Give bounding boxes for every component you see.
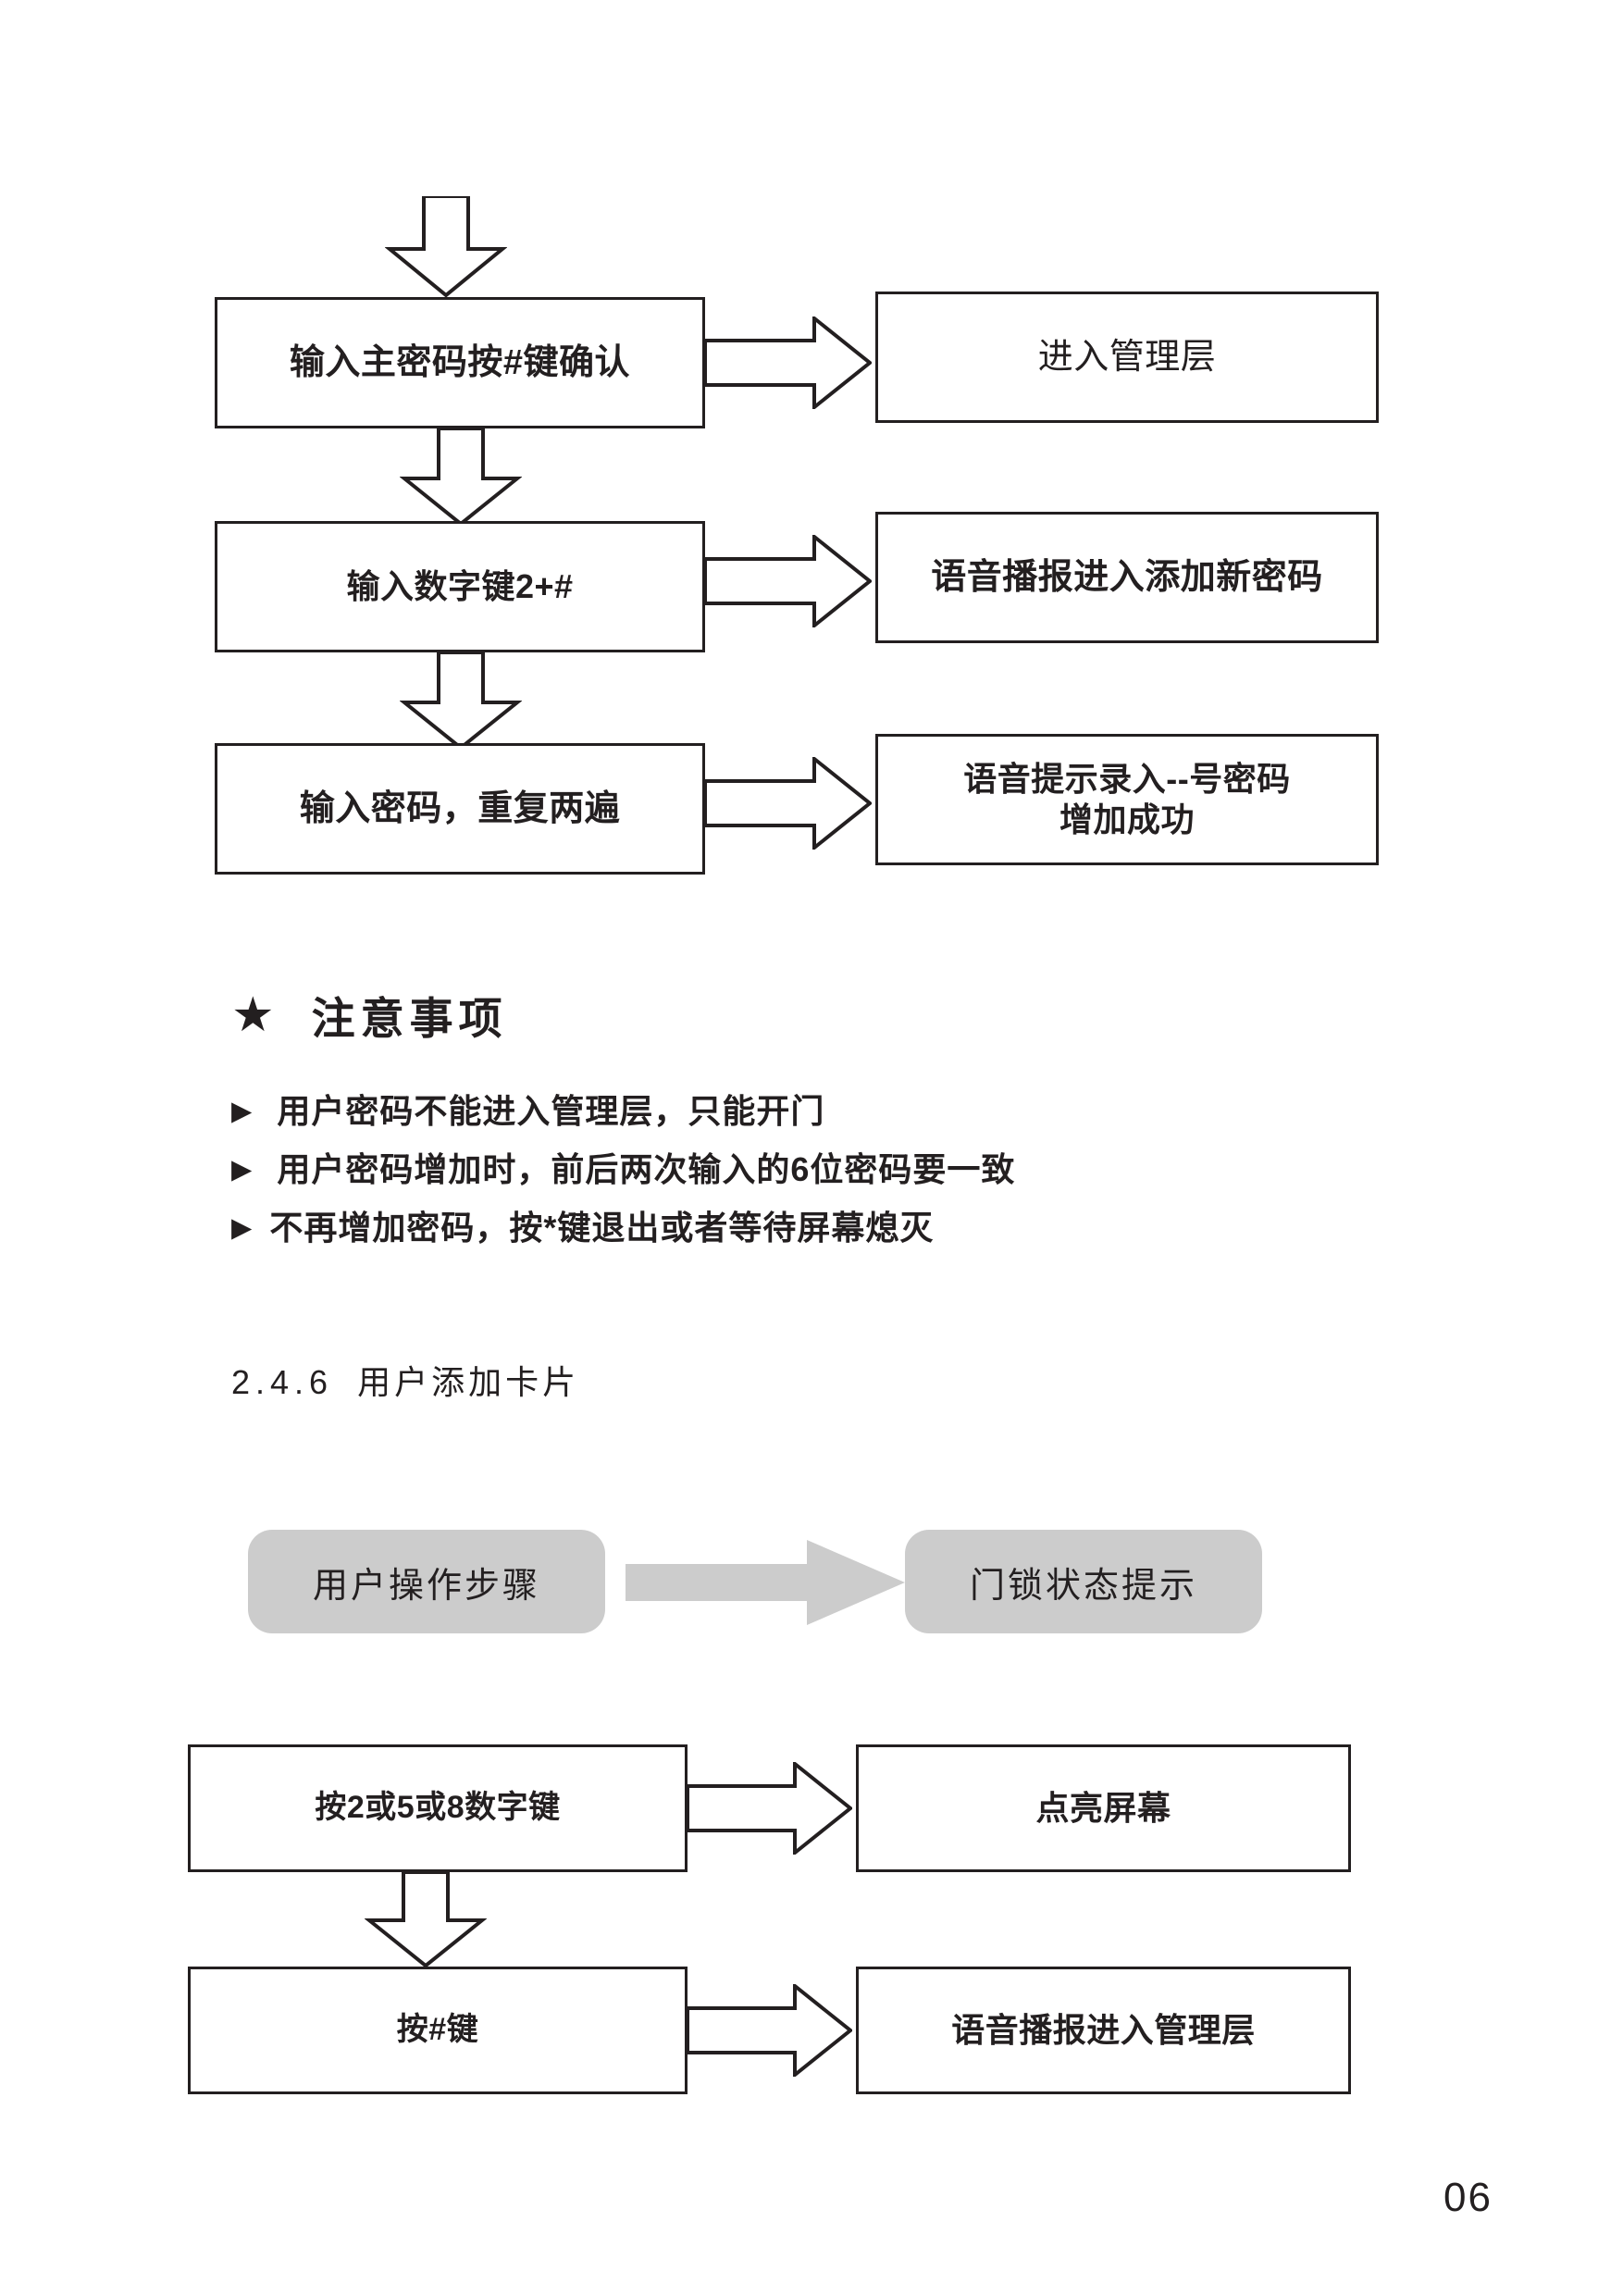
flow2-result-box-2: 语音播报进入管理层	[856, 1967, 1351, 2094]
note-item-1: ▶ 用户密码不能进入管理层，只能开门	[231, 1085, 824, 1133]
flow-result-label-1: 进入管理层	[1037, 337, 1217, 377]
down-arrow-icon-2	[400, 652, 522, 751]
flow2-result-label-2: 语音播报进入管理层	[951, 2011, 1256, 2050]
triangle-bullet-icon: ▶	[231, 1155, 254, 1185]
flow2-step-label-2: 按#键	[396, 2012, 479, 2048]
down-arrow-icon-3	[365, 1872, 487, 1968]
notes-title: 注意事项	[311, 994, 508, 1043]
flow-step-label-1: 输入主密码按#键确认	[289, 342, 631, 382]
flow-result-label-3-line1: 语音提示录入--号密码	[963, 760, 1291, 799]
flow2-result-label-1: 点亮屏幕	[1035, 1789, 1171, 1828]
page-number: 06	[1443, 2175, 1493, 2220]
right-arrow-icon-1	[705, 316, 872, 409]
legend-user-steps-label: 用户操作步骤	[312, 1566, 540, 1606]
flow-result-box-1: 进入管理层	[875, 292, 1379, 423]
notes-heading: ★ 注意事项	[231, 983, 508, 1047]
flow-step-box-3: 输入密码，重复两遍	[215, 743, 705, 875]
legend-lock-status: 门锁状态提示	[905, 1530, 1262, 1633]
down-arrow-icon-1	[400, 428, 522, 527]
flow-result-box-2: 语音播报进入添加新密码	[875, 512, 1379, 643]
right-arrow-icon-legend	[626, 1540, 907, 1625]
section-number: 2.4.6	[231, 1363, 334, 1401]
note-item-label-1: 用户密码不能进入管理层，只能开门	[277, 1092, 825, 1130]
right-arrow-icon-2	[705, 535, 872, 627]
note-item-3: ▶ 不再增加密码，按*键退出或者等待屏幕熄灭	[231, 1201, 934, 1249]
flow-result-box-3: 语音提示录入--号密码 增加成功	[875, 734, 1379, 865]
flow2-step-box-1: 按2或5或8数字键	[188, 1744, 688, 1872]
right-arrow-icon-5	[688, 1984, 852, 2077]
legend-lock-status-label: 门锁状态提示	[969, 1566, 1197, 1606]
note-item-label-2: 用户密码增加时，前后两次输入的6位密码要一致	[277, 1150, 1016, 1188]
legend-user-steps: 用户操作步骤	[248, 1530, 605, 1633]
flow2-step-box-2: 按#键	[188, 1967, 688, 2094]
flow2-result-box-1: 点亮屏幕	[856, 1744, 1351, 1872]
flow-step-box-2: 输入数字键2+#	[215, 521, 705, 652]
flow-step-label-3: 输入密码，重复两遍	[299, 788, 621, 828]
right-arrow-icon-4	[688, 1762, 852, 1855]
note-item-2: ▶ 用户密码增加时，前后两次输入的6位密码要一致	[231, 1143, 1015, 1191]
flow-result-label-2: 语音播报进入添加新密码	[931, 557, 1323, 597]
flow2-step-label-1: 按2或5或8数字键	[315, 1790, 561, 1826]
right-arrow-icon-3	[705, 757, 872, 850]
note-item-label-3: 不再增加密码，按*键退出或者等待屏幕熄灭	[269, 1209, 935, 1247]
section-title: 用户添加卡片	[357, 1363, 580, 1401]
section-heading: 2.4.6 用户添加卡片	[231, 1356, 579, 1404]
star-icon: ★	[231, 987, 280, 1042]
triangle-bullet-icon: ▶	[231, 1213, 254, 1243]
flow-step-label-2: 输入数字键2+#	[346, 567, 574, 606]
down-arrow-icon-entry	[385, 196, 507, 298]
triangle-bullet-icon: ▶	[231, 1097, 254, 1126]
flow-result-label-3-line2: 增加成功	[1059, 800, 1195, 838]
flow-step-box-1: 输入主密码按#键确认	[215, 297, 705, 428]
